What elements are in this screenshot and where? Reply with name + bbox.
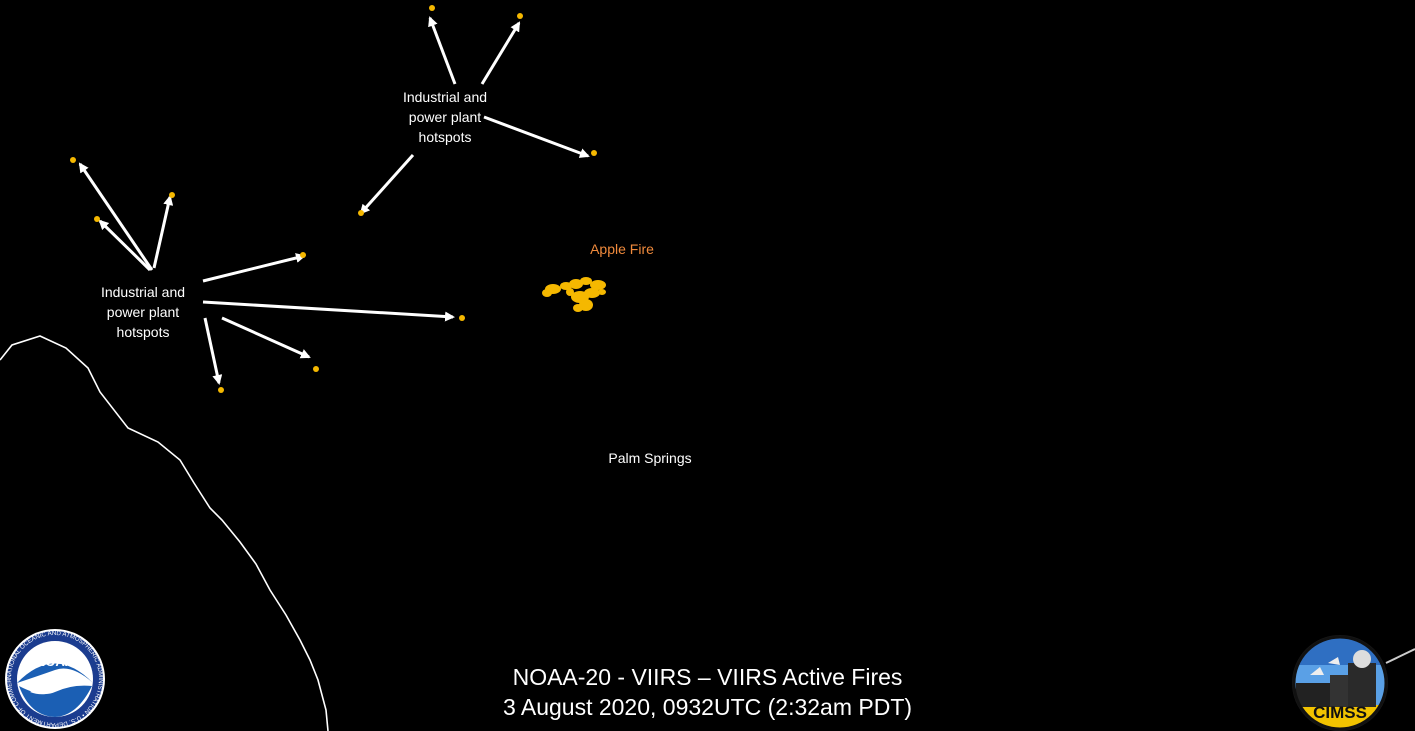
title-line-1: NOAA-20 - VIIRS – VIIRS Active Fires (512, 664, 903, 690)
hotspot-dot (300, 252, 306, 258)
hotspot-dot (591, 150, 597, 156)
hotspot-dot (218, 387, 224, 393)
upper-hotspot-arrows (359, 16, 590, 215)
title-line-2: 3 August 2020, 0932UTC (2:32am PDT) (502, 694, 913, 720)
county-boundary (0, 335, 329, 731)
apple-fire-label: Apple Fire (590, 241, 654, 257)
hotspot-dot (313, 366, 319, 372)
hotspot-dots (70, 5, 597, 393)
left-hotspot-arrows (78, 162, 455, 385)
apple-fire-cluster (542, 277, 606, 312)
hotspots-label-upper: Industrial and power plant hotspots (402, 89, 488, 145)
hotspot-dot (358, 210, 364, 216)
cimss-logo: CIMSS (1292, 635, 1415, 731)
hotspot-dot (429, 5, 435, 11)
hotspots-label-left: Industrial and power plant hotspots (100, 284, 186, 340)
image-title: NOAA-20 - VIIRS – VIIRS Active Fires 3 A… (400, 662, 1015, 722)
hotspot-dot (70, 157, 76, 163)
noaa-logo: NATIONAL OCEANIC AND ATMOSPHERIC ADMINIS… (2, 628, 105, 729)
noaa-logo-text: NOAA (36, 654, 75, 669)
hotspot-dot (94, 216, 100, 222)
hotspot-dot (459, 315, 465, 321)
hotspot-dot (517, 13, 523, 19)
hotspot-dot (169, 192, 175, 198)
cimss-logo-text: CIMSS (1313, 703, 1367, 722)
palm-springs-label: Palm Springs (608, 450, 692, 466)
